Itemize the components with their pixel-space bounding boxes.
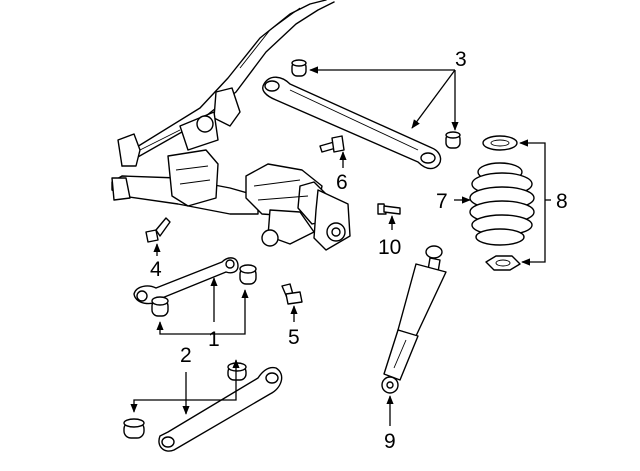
rear-axle-housing (111, 149, 351, 251)
lower-link-lower (123, 362, 283, 452)
callout-1: 1 (208, 328, 220, 351)
frame-rail (117, 0, 335, 167)
bolt-5 (281, 283, 303, 305)
callout-9: 9 (384, 430, 396, 453)
callout-6: 6 (336, 171, 348, 194)
callout-2: 2 (180, 344, 192, 367)
coil-spring (469, 135, 535, 271)
bolt-6 (319, 135, 345, 153)
bolt-4 (145, 217, 171, 243)
callout-5: 5 (288, 326, 300, 349)
leader-lines (130, 66, 551, 426)
callout-3: 3 (455, 48, 467, 71)
shock-absorber (381, 245, 447, 394)
callout-7: 7 (436, 190, 448, 213)
bolt-10 (377, 203, 401, 215)
callout-4: 4 (150, 258, 162, 281)
upper-control-arm (262, 59, 461, 170)
callout-8: 8 (556, 190, 568, 213)
callout-10: 10 (378, 236, 401, 259)
callout-labels: 3 6 10 4 5 7 8 9 1 2 (150, 48, 568, 453)
